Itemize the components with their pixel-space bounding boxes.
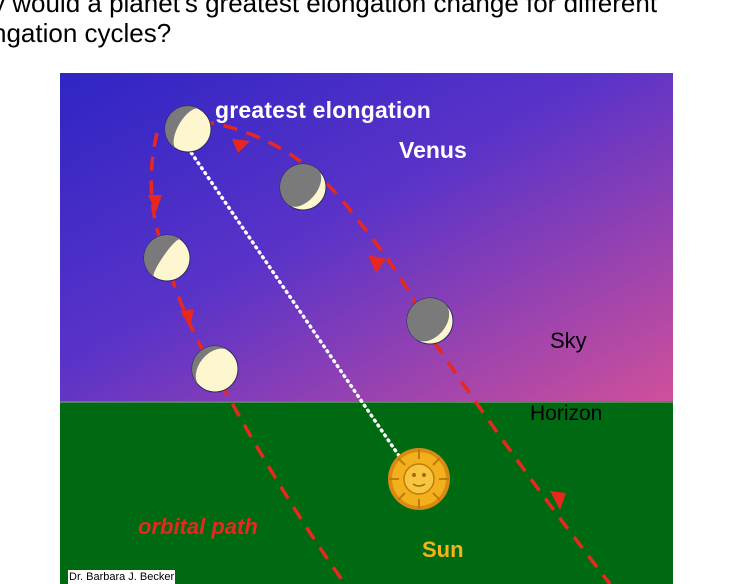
sky-label: Sky (550, 328, 587, 353)
orbital-path-outer (199, 119, 612, 584)
orbital-path-inner (149, 132, 347, 584)
elongation-dotted-line (186, 146, 408, 468)
venus-planet-icon (143, 234, 191, 282)
path-arrow-icon (148, 195, 162, 212)
venus-planet-icon (279, 163, 327, 211)
elongation-diagram: greatest elongation Venus Sky Horizon or… (60, 73, 673, 584)
greatest-elongation-label: greatest elongation (215, 97, 431, 123)
question-line-2: ngation cycles? (0, 18, 172, 48)
diagram-canvas (60, 73, 673, 584)
path-arrow-icon (232, 139, 250, 153)
venus-planet-icon (406, 297, 454, 345)
venus-planet-icon (191, 345, 239, 393)
horizon-label: Horizon (530, 402, 603, 425)
venus-planet-icon (164, 105, 212, 153)
path-arrow-icon (368, 255, 386, 273)
sun-label: Sun (422, 537, 464, 562)
question-line-1: y would a planet's greatest elongation c… (0, 0, 658, 18)
image-credit: Dr. Barbara J. Becker (68, 570, 176, 584)
venus-label: Venus (399, 137, 467, 163)
path-arrow-icon (180, 309, 194, 327)
ground-region (60, 401, 673, 584)
question-text: y would a planet's greatest elongation c… (0, 0, 734, 48)
orbital-path-label: orbital path (138, 514, 258, 539)
sun-icon (388, 448, 450, 510)
path-arrow-icon (550, 491, 566, 510)
